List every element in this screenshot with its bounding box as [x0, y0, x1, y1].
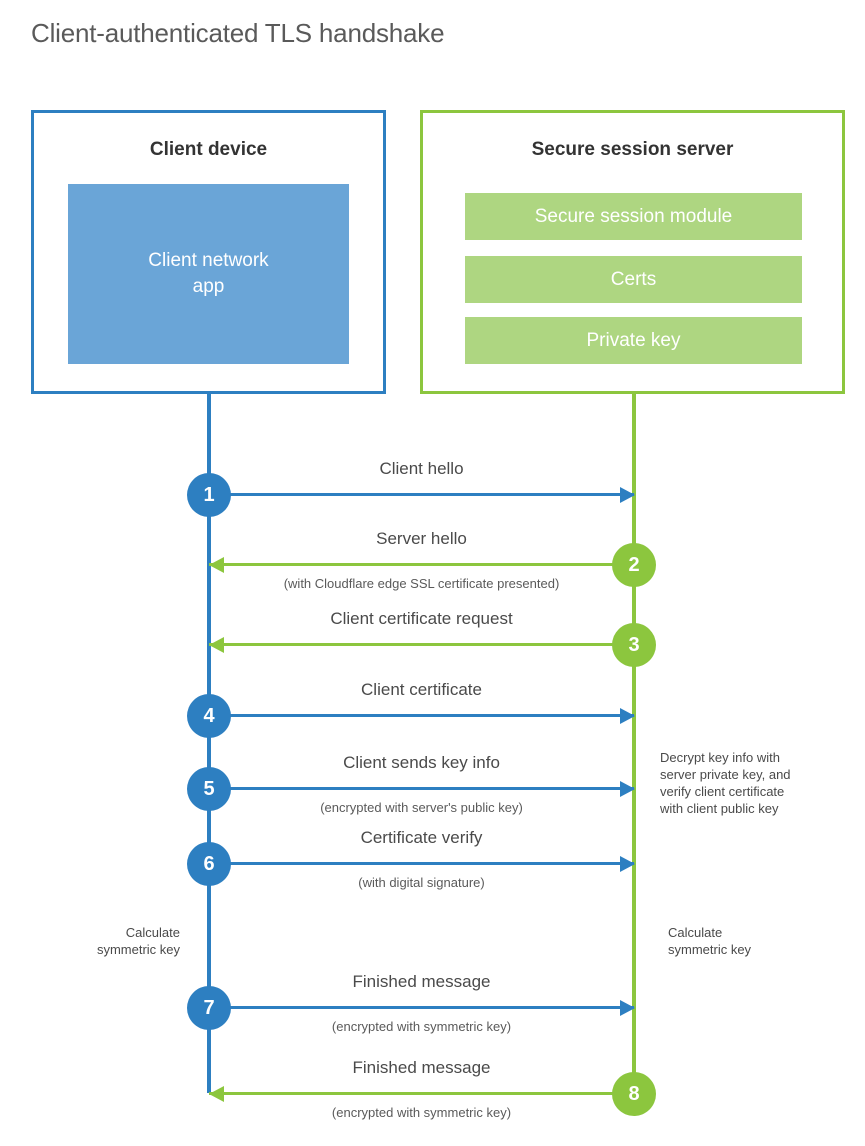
- server-lifeline: [632, 393, 636, 1093]
- server-module-label: Secure session module: [534, 205, 733, 227]
- message-sublabel: (encrypted with server's public key): [320, 800, 523, 815]
- message-label: Finished message: [352, 1058, 491, 1077]
- step-number-badge: 5: [187, 767, 231, 811]
- step-number-badge: 1: [187, 473, 231, 517]
- server-module-certs: Certs: [465, 256, 802, 303]
- message-label: Client sends key info: [343, 753, 500, 772]
- note-line: Decrypt key info with: [660, 750, 780, 765]
- message-arrow-line: [209, 1006, 634, 1009]
- secure-session-server-box: Secure session server Secure session mod…: [420, 110, 845, 394]
- message-arrow-line: [209, 714, 634, 717]
- note-line: Calculate: [668, 925, 723, 940]
- message-label: Client certificate request: [330, 609, 513, 628]
- note-calculate-symmetric-key-server: Calculate symmetric key: [668, 924, 838, 958]
- note-line: symmetric key: [96, 942, 180, 957]
- arrow-head-icon: [620, 781, 635, 797]
- client-device-box: Client device Client network app: [31, 110, 386, 394]
- message-arrow-line: [209, 643, 634, 646]
- message-arrow-line: [209, 563, 634, 566]
- message-label: Client hello: [379, 459, 464, 478]
- client-lifeline: [207, 393, 211, 1093]
- server-module-label: Certs: [610, 268, 657, 290]
- message-arrow-line: [209, 493, 634, 496]
- message-arrow-line: [209, 862, 634, 865]
- note-decrypt-key-info: Decrypt key info with server private key,…: [660, 749, 840, 817]
- message-label: Client certificate: [361, 680, 482, 699]
- step-number-badge: 3: [612, 623, 656, 667]
- step-number-badge: 7: [187, 986, 231, 1030]
- note-line: server private key, and: [660, 767, 791, 782]
- client-network-app-label: Client network app: [148, 248, 268, 300]
- message-sublabel: (with Cloudflare edge SSL certificate pr…: [283, 576, 560, 591]
- arrow-head-icon: [209, 1086, 224, 1102]
- client-device-title: Client device: [149, 139, 268, 160]
- arrow-head-icon: [620, 487, 635, 503]
- arrow-head-icon: [209, 637, 224, 653]
- arrow-head-icon: [620, 708, 635, 724]
- note-calculate-symmetric-key-client: Calculate symmetric key: [20, 924, 180, 958]
- step-number-badge: 4: [187, 694, 231, 738]
- step-number-badge: 2: [612, 543, 656, 587]
- server-module-secure-session-module: Secure session module: [465, 193, 802, 240]
- message-arrow-line: [209, 1092, 634, 1095]
- message-label: Server hello: [376, 529, 467, 548]
- message-arrow-line: [209, 787, 634, 790]
- message-sublabel: (encrypted with symmetric key): [331, 1105, 512, 1120]
- page-title: Client-authenticated TLS handshake: [31, 18, 445, 48]
- step-number-badge: 6: [187, 842, 231, 886]
- message-sublabel: (encrypted with symmetric key): [331, 1019, 512, 1034]
- note-line: with client public key: [660, 801, 779, 816]
- arrow-head-icon: [620, 856, 635, 872]
- secure-session-server-title: Secure session server: [531, 139, 734, 160]
- step-number-badge: 8: [612, 1072, 656, 1116]
- client-network-app-label-line: app: [192, 276, 225, 297]
- note-line: symmetric key: [668, 942, 752, 957]
- note-line: verify client certificate: [660, 784, 785, 799]
- message-label: Finished message: [352, 972, 491, 991]
- message-label: Certificate verify: [360, 828, 483, 847]
- client-network-app-label-line: Client network: [148, 250, 269, 271]
- server-module-label: Private key: [586, 329, 681, 351]
- message-sublabel: (with digital signature): [358, 875, 485, 890]
- client-network-app-block: Client network app: [68, 184, 349, 364]
- server-module-private-key: Private key: [465, 317, 802, 364]
- note-line: Calculate: [125, 925, 180, 940]
- arrow-head-icon: [209, 557, 224, 573]
- arrow-head-icon: [620, 1000, 635, 1016]
